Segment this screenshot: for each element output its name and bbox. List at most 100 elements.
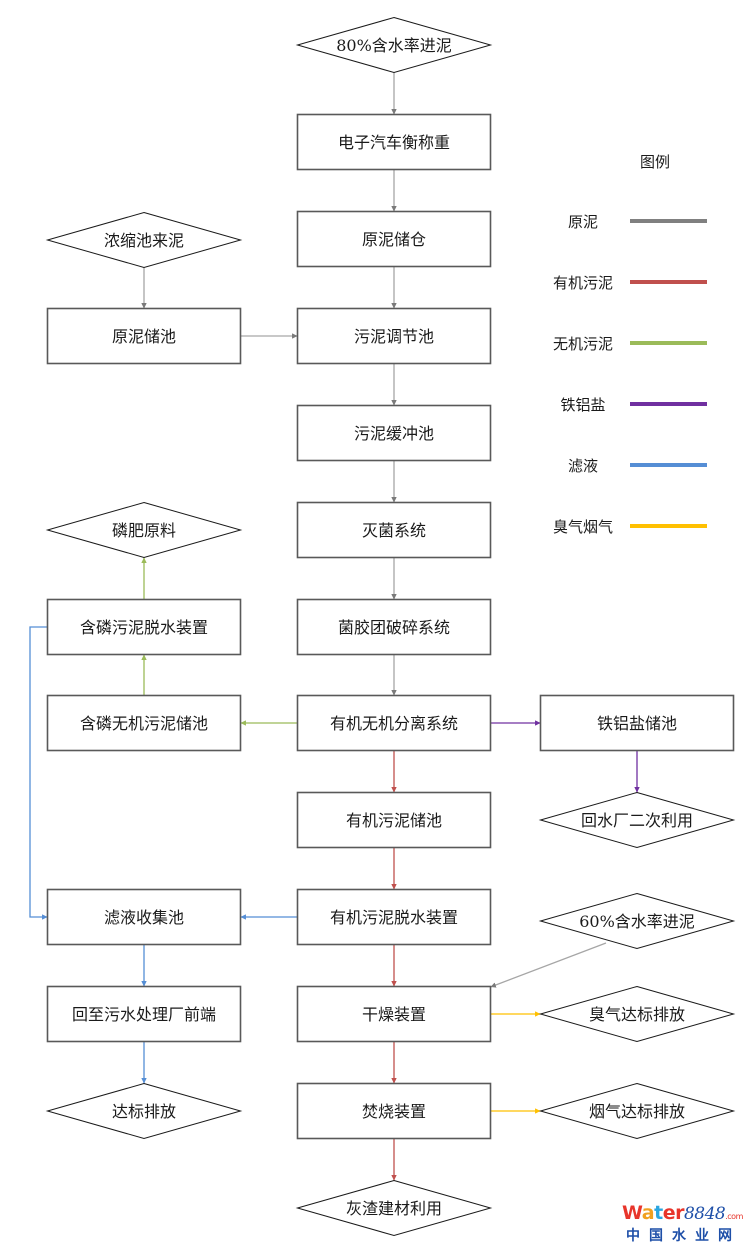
node-label: 含磷污泥脱水装置	[80, 618, 208, 637]
node-label: 磷肥原料	[112, 521, 176, 540]
node-label: 60%含水率进泥	[579, 912, 695, 931]
legend-item: 臭气烟气	[553, 518, 707, 536]
process-box	[296, 985, 492, 1043]
node-incin: 焚烧装置	[296, 1082, 492, 1140]
node-label: 达标排放	[112, 1102, 176, 1121]
node-label: 回水厂二次利用	[581, 811, 693, 830]
legend-item: 原泥	[568, 213, 707, 231]
process-box	[296, 1082, 492, 1140]
process-box	[296, 307, 492, 365]
node-odor-out: 臭气达标排放	[538, 985, 736, 1043]
node-buf-tank: 污泥缓冲池	[296, 404, 492, 462]
node-thick-in: 浓缩池来泥	[45, 211, 243, 269]
node-in80: 80%含水率进泥	[295, 16, 493, 74]
node-smoke-out: 烟气达标排放	[538, 1082, 736, 1140]
terminal-diamond	[538, 1082, 736, 1140]
process-box	[296, 888, 492, 946]
process-box	[296, 210, 492, 268]
terminal-diamond	[295, 16, 493, 74]
node-weigh: 电子汽车衡称重	[296, 113, 492, 171]
legend-item: 铁铝盐	[560, 396, 707, 414]
legend-label: 无机污泥	[553, 335, 613, 353]
terminal-diamond	[295, 1179, 493, 1237]
watermark-brand: Water8848.com	[622, 1202, 743, 1224]
process-box	[46, 694, 242, 752]
node-fe-tank: 铁铝盐储池	[539, 694, 735, 752]
node-discharge: 达标排放	[45, 1082, 243, 1140]
node-raw-tank: 原泥储池	[46, 307, 242, 365]
node-sep: 有机无机分离系统	[296, 694, 492, 752]
node-label: 灭菌系统	[362, 521, 426, 540]
process-box	[296, 598, 492, 656]
process-box	[46, 307, 242, 365]
node-label: 污泥调节池	[354, 327, 434, 346]
legend-label: 臭气烟气	[553, 518, 613, 536]
terminal-diamond	[538, 985, 736, 1043]
process-box	[296, 791, 492, 849]
node-label: 原泥储仓	[362, 230, 426, 249]
node-fe-reuse: 回水厂二次利用	[538, 791, 736, 849]
node-label: 80%含水率进泥	[336, 36, 452, 55]
node-label: 浓缩池来泥	[104, 231, 184, 250]
node-ash: 灰渣建材利用	[295, 1179, 493, 1237]
node-p-fert: 磷肥原料	[45, 501, 243, 559]
node-org-tank: 有机污泥储池	[296, 791, 492, 849]
edge-pDewater-to-filtTank	[29, 626, 48, 920]
legend-label: 有机污泥	[553, 274, 613, 292]
node-p-tank: 含磷无机污泥储池	[46, 694, 242, 752]
legend-item: 有机污泥	[553, 274, 707, 292]
node-label: 回至污水处理厂前端	[72, 1005, 216, 1024]
terminal-diamond	[538, 791, 736, 849]
terminal-diamond	[538, 892, 736, 950]
node-label: 菌胶团破碎系统	[338, 618, 450, 637]
node-label: 灰渣建材利用	[346, 1199, 442, 1218]
node-label: 污泥缓冲池	[354, 424, 434, 443]
node-return-wwtp: 回至污水处理厂前端	[46, 985, 242, 1043]
node-label: 含磷无机污泥储池	[80, 714, 208, 733]
node-label: 有机无机分离系统	[330, 714, 458, 733]
legend-label: 原泥	[568, 213, 598, 231]
node-in60: 60%含水率进泥	[538, 892, 736, 950]
node-label: 有机污泥储池	[346, 811, 442, 830]
legend-item: 滤液	[568, 457, 707, 475]
node-label: 焚烧装置	[362, 1102, 426, 1121]
node-label: 滤液收集池	[104, 908, 184, 927]
legend-label: 滤液	[568, 457, 598, 475]
terminal-diamond	[45, 501, 243, 559]
process-box	[539, 694, 735, 752]
node-org-dewater: 有机污泥脱水装置	[296, 888, 492, 946]
node-steril: 灭菌系统	[296, 501, 492, 559]
node-crush: 菌胶团破碎系统	[296, 598, 492, 656]
node-label: 烟气达标排放	[589, 1102, 685, 1121]
process-box	[296, 404, 492, 462]
node-p-dewater: 含磷污泥脱水装置	[46, 598, 242, 656]
process-box	[46, 985, 242, 1043]
node-label: 原泥储池	[112, 327, 176, 346]
process-box	[46, 888, 242, 946]
node-filt-tank: 滤液收集池	[46, 888, 242, 946]
watermark-logo: Water8848.com 中国水业网	[622, 1203, 750, 1249]
node-label: 铁铝盐储池	[597, 714, 677, 733]
process-box	[46, 598, 242, 656]
terminal-diamond	[45, 211, 243, 269]
process-box	[296, 694, 492, 752]
legend-item: 无机污泥	[553, 335, 707, 353]
terminal-diamond	[45, 1082, 243, 1140]
node-label: 电子汽车衡称重	[338, 133, 450, 152]
node-label: 有机污泥脱水装置	[330, 908, 458, 927]
process-box	[296, 501, 492, 559]
node-label: 臭气达标排放	[589, 1005, 685, 1024]
node-raw-bin: 原泥储仓	[296, 210, 492, 268]
watermark-subtitle: 中国水业网	[626, 1228, 741, 1244]
legend-label: 铁铝盐	[560, 396, 605, 414]
edge-in60-to-dryer	[490, 942, 607, 988]
node-reg-tank: 污泥调节池	[296, 307, 492, 365]
edges-layer	[29, 72, 640, 1181]
node-dryer: 干燥装置	[296, 985, 492, 1043]
process-box	[296, 113, 492, 171]
legend-title: 图例	[640, 153, 670, 171]
node-label: 干燥装置	[362, 1005, 426, 1024]
